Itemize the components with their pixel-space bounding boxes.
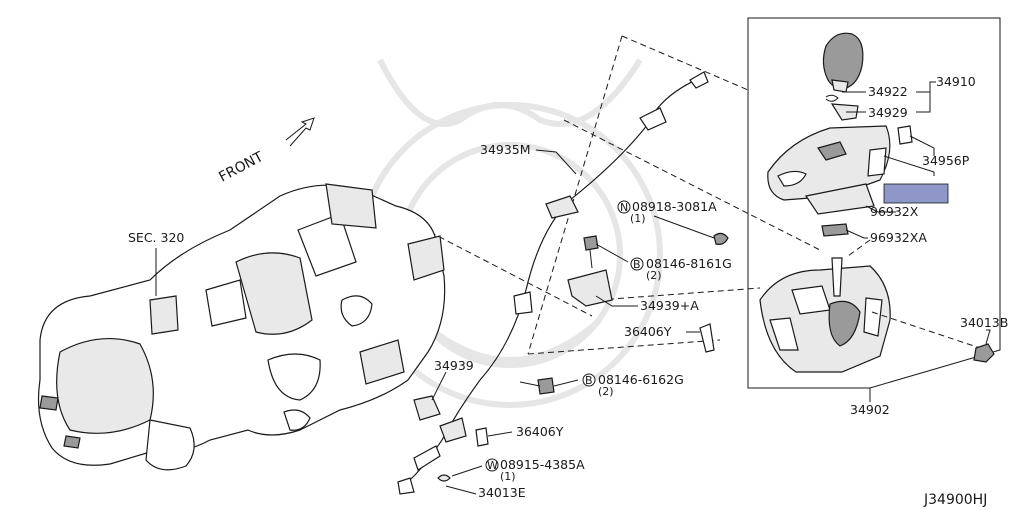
highlight-bar [883,183,949,204]
label-08146-8161-qty: (2) [646,269,662,282]
bracket-34939 [413,395,441,421]
label-34935M: 34935M [480,142,531,157]
clip-34956P [897,125,913,145]
section-label: SEC. 320 [128,230,184,245]
transmission-housing [37,183,446,471]
label-34922: 34922 [868,84,908,99]
clip-34922 [825,94,839,102]
bolt-08146-8161G [583,235,629,269]
clip-36406Y-upper [699,323,715,353]
symbol-w-icon [485,458,499,472]
label-36406Y-lower: 36406Y [516,424,564,439]
washer-08915-4385A [437,474,451,482]
shifter-assembly-frame [747,17,1001,389]
label-34902: 34902 [850,402,890,417]
clip-36406Y-lower [475,427,489,447]
label-08146-6162-qty: (2) [598,385,614,398]
label-34013E: 34013E [478,485,526,500]
bracket-34939A [567,269,613,307]
label-34013B: 34013B [960,315,1008,330]
label-08146-8161-prefix: B [633,258,641,271]
label-08918-prefix: N [620,201,628,214]
label-08146-6162-number: 08146-6162G [598,372,684,387]
label-34929: 34929 [868,105,908,120]
symbol-n-icon [617,200,631,214]
front-arrow-icon [285,117,315,147]
shift-cable-34935M [397,71,709,495]
label-08918-qty: (1) [630,212,646,225]
watermark-emblem [357,58,663,408]
label-08146-6162-prefix: B [585,374,593,387]
label-96932X: 96932X [870,204,919,219]
grommet-08918-3081A [713,232,729,245]
label-96932XA: 96932XA [870,230,927,245]
label-08915-prefix: W [487,459,498,472]
label-34910: 34910 [936,74,976,89]
symbol-b-icon-2 [582,373,596,387]
bolt-08146-6162G [519,377,579,395]
indicator-panel-96932X [805,183,896,215]
label-34939A: 34939+A [640,298,699,313]
label-08915-number: 08915-4385A [500,457,585,472]
diagram-code: J34900HJ [923,492,987,508]
console-finisher [767,125,891,201]
label-08146-8161-number: 08146-8161G [646,256,732,271]
label-08918-number: 08918-3081A [632,199,717,214]
indicator-96932XA [821,223,849,237]
front-label: FRONT [216,149,266,186]
spring-34929 [830,103,859,121]
shifter-base-34902 [759,257,891,373]
label-36406Y-upper: 36406Y [624,324,672,339]
symbol-b-icon [630,257,644,271]
label-08915-qty: (1) [500,470,516,483]
shift-knob [822,32,864,93]
label-34956P: 34956P [922,153,970,168]
nut-34013B [973,329,995,363]
label-34939: 34939 [434,358,474,373]
